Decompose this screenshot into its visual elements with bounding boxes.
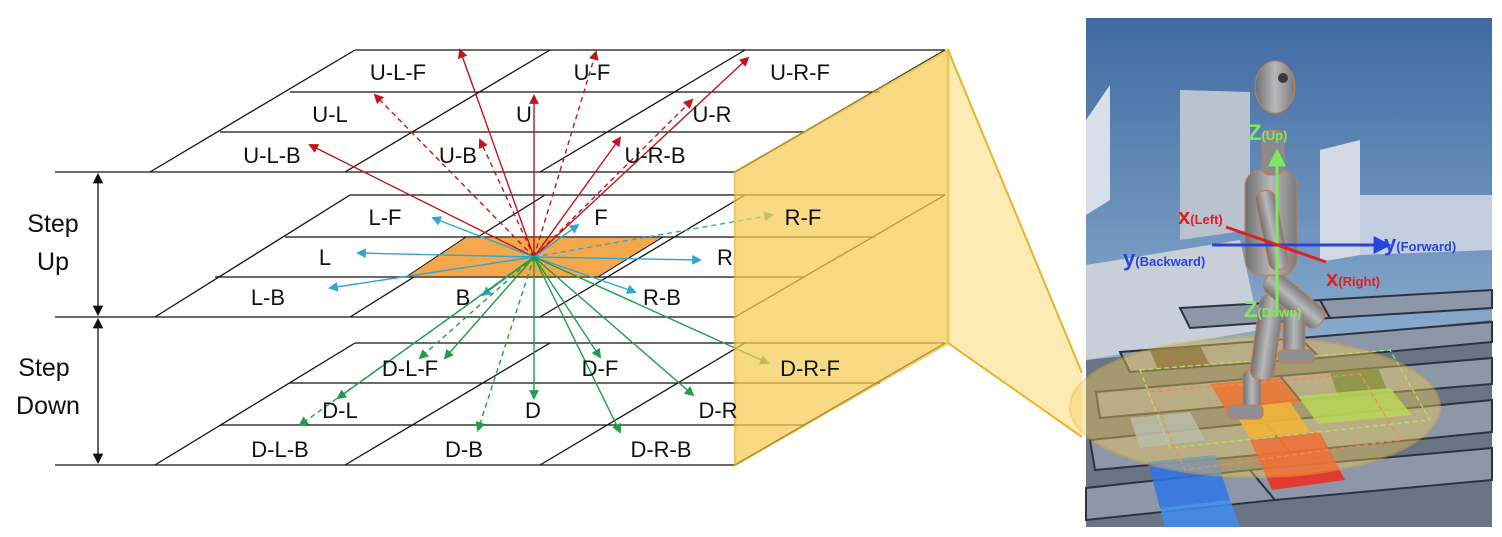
label-d-b: D-B [445,437,483,462]
robot-scene-image [1069,18,1493,527]
step-up-label-2: Up [37,248,69,276]
label-u-l: U-L [312,102,347,127]
label-r: R [717,245,733,270]
y-backward-label: y(Backward) [1123,246,1205,271]
label-d: D [525,398,541,423]
label-l: L [319,245,331,270]
label-u-r-f: U-R-F [770,60,830,85]
label-u-l-f: U-L-F [370,60,426,85]
label-l-b: L-B [251,285,285,310]
x-right-label: x(Right) [1326,266,1380,291]
step-up-label-1: Step [27,210,78,238]
label-b: B [456,285,471,310]
step-down-label-1: Step [18,354,69,382]
label-u-b: U-B [439,143,477,168]
label-d-r-b: D-R-B [630,437,691,462]
label-r-b: R-B [643,285,681,310]
label-r-f: R-F [785,205,822,230]
frustum-edge-bottom [947,342,1083,438]
label-f: F [594,205,607,230]
label-u-l-b: U-L-B [243,143,300,168]
x-left-label: x(Left) [1178,204,1223,229]
label-u-r-b: U-R-B [624,143,685,168]
frustum-beam [948,50,1082,437]
x-axis-arrow [1225,225,1327,264]
label-d-l-f: D-L-F [382,356,438,381]
label-d-r: D-R [698,398,737,423]
robot-figure [1227,60,1326,420]
y-forward-label: y(Forward) [1384,231,1456,256]
z-down-label: Z(Down) [1244,297,1302,322]
label-d-l-b: D-L-B [251,437,308,462]
frustum-edge-top [947,49,1083,374]
label-d-r-f: D-R-F [780,356,840,381]
step-down-label-2: Down [16,392,80,420]
label-u: U [516,102,532,127]
frustum-panel [733,47,950,468]
step-up-arrows [308,48,750,258]
label-l-f: L-F [369,205,402,230]
label-u-r: U-R [692,102,731,127]
side-dimension-lines [55,171,155,466]
label-d-f: D-F [582,356,619,381]
label-u-f: U-F [574,60,611,85]
z-up-label: Z(Up) [1248,120,1287,145]
label-d-l: D-L [322,398,357,423]
step-down-arrows [298,256,770,434]
